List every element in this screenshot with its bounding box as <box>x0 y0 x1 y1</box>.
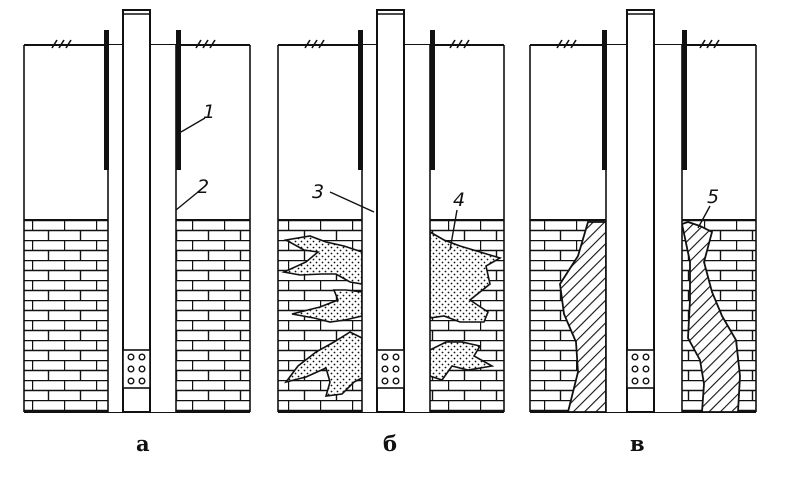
conductor-casing <box>602 30 607 170</box>
conductor-casing <box>358 30 363 170</box>
perforation-holes-icon <box>631 353 650 385</box>
ground-hatch-icon <box>556 39 720 49</box>
leader-line <box>175 191 199 211</box>
fracture <box>291 289 363 323</box>
pipe <box>626 9 655 413</box>
conductor-casing <box>430 30 435 170</box>
callout-label: 5 <box>707 186 719 208</box>
leader-line <box>449 209 458 251</box>
perforation-holes-icon <box>127 353 146 385</box>
ground-hatch-icon <box>304 39 470 49</box>
callout-label: 2 <box>197 176 209 198</box>
fracture <box>429 230 503 323</box>
hatched-zone <box>680 221 741 413</box>
perforation-block <box>122 349 151 389</box>
conductor-casing <box>176 30 181 170</box>
fracture-zones <box>281 230 503 397</box>
fracture <box>429 341 495 381</box>
panel-c: 5 в <box>529 9 757 456</box>
leader-line <box>329 191 375 213</box>
leader-line <box>697 205 711 229</box>
fracture <box>281 235 363 285</box>
conductor-casing <box>682 30 687 170</box>
leader-line <box>180 117 206 133</box>
callout-label: 4 <box>453 189 465 211</box>
panel-b: 3 4 б <box>277 9 505 456</box>
conductor-casing <box>104 30 109 170</box>
ground-hatch-icon <box>51 39 216 49</box>
fracture <box>284 331 363 397</box>
perforation-holes-icon <box>381 353 400 385</box>
callout-label: 1 <box>203 101 215 123</box>
panel-caption: а <box>136 431 150 456</box>
panel-caption: в <box>630 431 645 456</box>
panel-a: 1 2 а <box>23 9 251 456</box>
pipe <box>376 9 405 413</box>
perforation-block <box>376 349 405 389</box>
callout-label: 3 <box>312 181 324 203</box>
perforation-block <box>626 349 655 389</box>
panel-caption: б <box>383 431 397 456</box>
pipe <box>122 9 151 413</box>
